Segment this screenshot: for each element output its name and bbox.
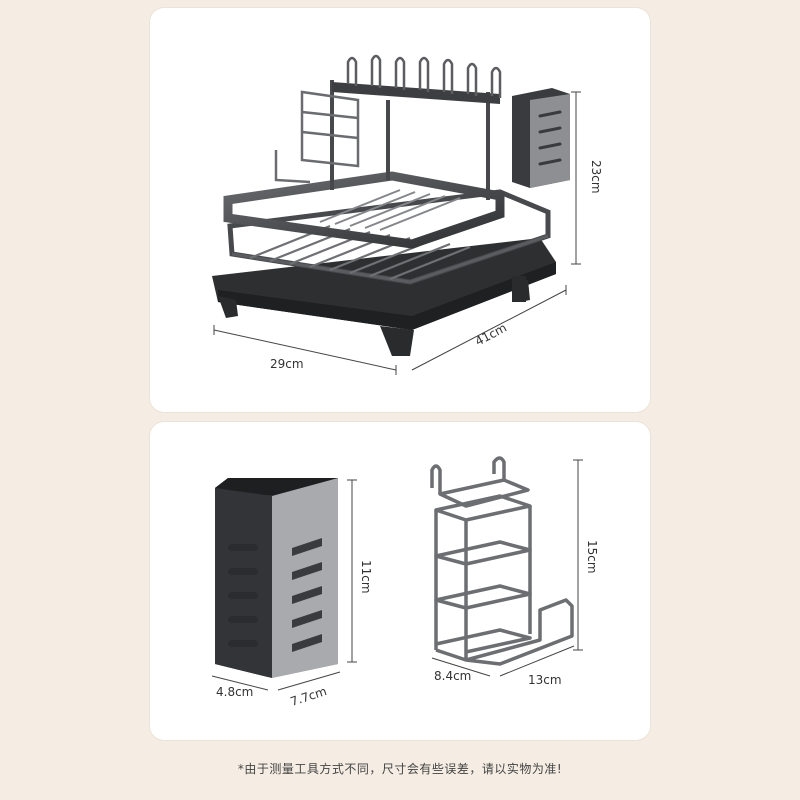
board-holder-width-label: 8.4cm [434,669,471,683]
measurement-disclaimer: *由于测量工具方式不同，尺寸会有些误差，请以实物为准! [237,762,563,776]
rack-depth-label: 41cm [473,321,509,349]
holder-depth-label: 7.7cm [289,684,329,709]
rack-height-label: 23cm [589,160,603,194]
rack-dimension-lines [213,91,581,375]
cutting-board-holder-image [430,456,574,666]
rack-width-label: 29cm [270,357,304,371]
holder-height-label: 11cm [359,560,373,594]
board-holder-depth-label: 13cm [528,673,562,687]
board-holder-height-label: 15cm [585,540,599,574]
holder-width-label: 4.8cm [216,685,253,699]
dish-rack-image [212,54,570,356]
utensil-holder-image [215,478,338,678]
